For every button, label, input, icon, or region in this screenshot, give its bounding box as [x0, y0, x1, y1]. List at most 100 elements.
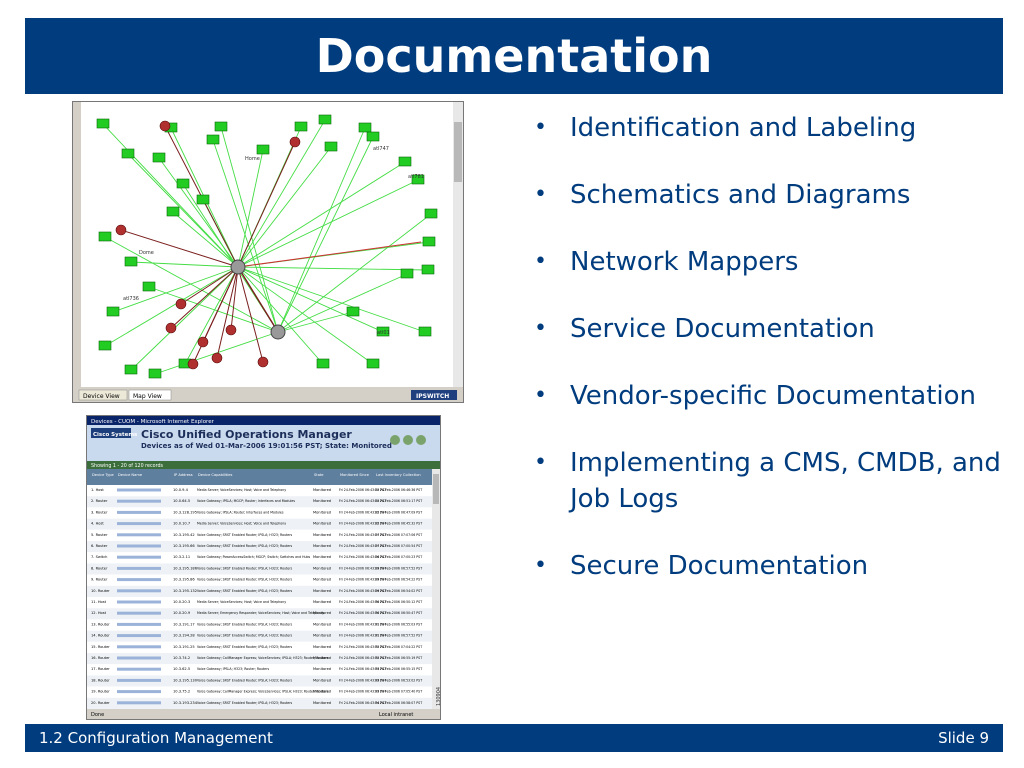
device-node-icon[interactable]	[124, 364, 138, 375]
alert-node-icon[interactable]	[197, 336, 209, 348]
cisco-browser-window: Devices - CUOM - Microsoft Internet Expl…	[87, 416, 440, 719]
device-node-icon[interactable]	[96, 118, 110, 129]
cell-last-inventory: Fri 24-Feb-2006 06:55:19 PST	[375, 656, 422, 660]
page-scrollbar[interactable]	[432, 469, 440, 709]
table-row[interactable]	[87, 630, 432, 642]
tab-device-view[interactable]	[78, 389, 128, 401]
device-name-link[interactable]	[117, 555, 161, 559]
table-row[interactable]	[87, 641, 432, 653]
table-row[interactable]	[87, 529, 432, 541]
device-node-icon[interactable]	[424, 208, 438, 219]
cell-capabilities: Voice Gateway; SRST Enabled Router; IPSL…	[197, 678, 293, 682]
device-node-icon[interactable]	[142, 281, 156, 292]
table-row[interactable]	[87, 686, 432, 698]
table-row[interactable]	[87, 541, 432, 553]
device-node-icon[interactable]	[398, 156, 412, 167]
alert-node-icon[interactable]	[165, 322, 177, 334]
device-node-icon[interactable]	[346, 306, 360, 317]
device-name-link[interactable]	[117, 499, 161, 503]
table-row[interactable]	[87, 653, 432, 665]
device-name-link[interactable]	[117, 645, 161, 649]
table-row[interactable]	[87, 563, 432, 575]
device-node-icon[interactable]	[411, 174, 425, 185]
hub-node-icon[interactable]	[230, 259, 246, 275]
device-node-icon[interactable]	[400, 268, 414, 279]
device-node-icon[interactable]	[358, 122, 372, 133]
device-node-icon[interactable]	[294, 121, 308, 132]
device-name-link[interactable]	[117, 522, 161, 526]
device-name-link[interactable]	[117, 634, 161, 638]
device-name-link[interactable]	[117, 533, 161, 537]
device-node-icon[interactable]	[124, 256, 138, 267]
device-node-icon[interactable]	[98, 231, 112, 242]
device-node-icon[interactable]	[148, 368, 162, 379]
device-node-icon[interactable]	[366, 358, 380, 369]
table-row[interactable]	[87, 697, 432, 709]
device-node-icon[interactable]	[152, 152, 166, 163]
table-row[interactable]	[87, 496, 432, 508]
table-row[interactable]	[87, 585, 432, 597]
device-node-icon[interactable]	[176, 178, 190, 189]
table-row[interactable]	[87, 597, 432, 609]
device-node-icon[interactable]	[206, 134, 220, 145]
table-row[interactable]	[87, 518, 432, 530]
alert-node-icon[interactable]	[187, 358, 199, 370]
device-node-icon[interactable]	[324, 141, 338, 152]
device-node-icon[interactable]	[421, 264, 435, 275]
cell-ip-address: 10.3.2.11	[173, 555, 190, 559]
device-name-link[interactable]	[117, 600, 161, 604]
device-name-link[interactable]	[117, 578, 161, 582]
refresh-icon[interactable]	[390, 435, 400, 445]
cell-last-inventory: Fri 24-Feb-2006 06:58:07 PST	[375, 701, 422, 705]
alert-node-icon[interactable]	[159, 120, 171, 132]
device-node-icon[interactable]	[376, 326, 390, 337]
device-name-link[interactable]	[117, 611, 161, 615]
device-name-link[interactable]	[117, 544, 161, 548]
device-node-icon[interactable]	[121, 148, 135, 159]
device-node-icon[interactable]	[256, 144, 270, 155]
cell-last-inventory: Fri 24-Feb-2006 06:54:22 PST	[375, 578, 422, 582]
table-row[interactable]	[87, 507, 432, 519]
device-node-icon[interactable]	[366, 131, 380, 142]
device-name-link[interactable]	[117, 488, 161, 492]
table-row[interactable]	[87, 619, 432, 631]
alert-node-icon[interactable]	[289, 136, 301, 148]
table-row[interactable]	[87, 485, 432, 497]
table-row[interactable]	[87, 664, 432, 676]
print-icon[interactable]	[416, 435, 426, 445]
device-name-link[interactable]	[117, 678, 161, 682]
cell-monitored-since: Fri 24-Feb-2006 06:43:27 PST	[339, 533, 386, 537]
device-name-link[interactable]	[117, 589, 161, 593]
alert-node-icon[interactable]	[211, 352, 223, 364]
device-name-link[interactable]	[117, 701, 161, 705]
device-node-icon[interactable]	[106, 306, 120, 317]
hub-node-icon[interactable]	[270, 324, 286, 340]
cell-device-type: 16. Router	[91, 656, 110, 660]
device-node-icon[interactable]	[214, 121, 228, 132]
device-node-icon[interactable]	[98, 340, 112, 351]
device-node-icon[interactable]	[196, 194, 210, 205]
device-name-link[interactable]	[117, 566, 161, 570]
alert-node-icon[interactable]	[115, 224, 127, 236]
alert-node-icon[interactable]	[257, 356, 269, 368]
device-name-link[interactable]	[117, 667, 161, 671]
device-node-icon[interactable]	[418, 326, 432, 337]
device-name-link[interactable]	[117, 656, 161, 660]
tab-map-view[interactable]	[128, 389, 172, 401]
device-node-icon[interactable]	[316, 358, 330, 369]
device-name-link[interactable]	[117, 690, 161, 694]
device-node-icon[interactable]	[166, 206, 180, 217]
map-scrollbar[interactable]	[453, 102, 463, 387]
device-name-link[interactable]	[117, 510, 161, 514]
table-row[interactable]	[87, 552, 432, 564]
alert-node-icon[interactable]	[175, 298, 187, 310]
footer-course: 1.2 Configuration Management	[39, 729, 273, 747]
alert-node-icon[interactable]	[225, 324, 237, 336]
export-icon[interactable]	[403, 435, 413, 445]
device-node-icon[interactable]	[422, 236, 436, 247]
table-row[interactable]	[87, 574, 432, 586]
device-name-link[interactable]	[117, 622, 161, 626]
device-node-icon[interactable]	[318, 114, 332, 125]
table-row[interactable]	[87, 675, 432, 687]
table-row[interactable]	[87, 608, 432, 620]
